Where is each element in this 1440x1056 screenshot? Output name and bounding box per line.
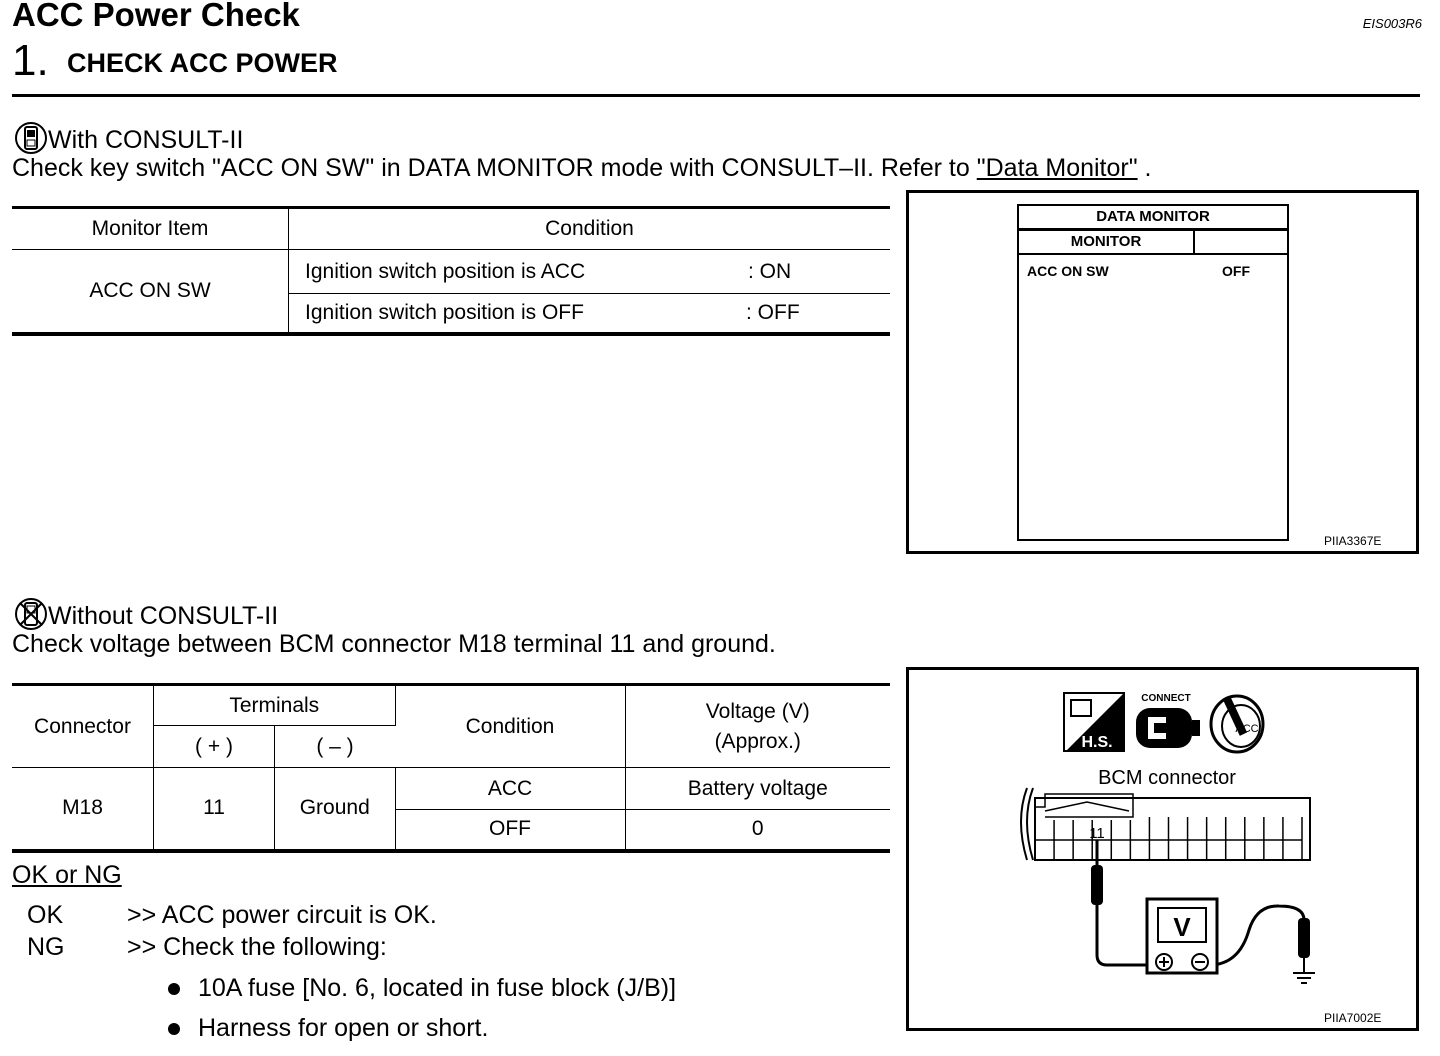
condition-acc-text: Ignition switch position is ACC [305,259,586,283]
with-consult-instruction: Check key switch "ACC ON SW" in DATA MON… [12,154,977,182]
bullet-icon [168,983,180,996]
minus-terminal-cell: Ground [274,767,396,851]
ok-text: >> ACC power circuit is OK. [127,901,437,929]
step-title: CHECK ACC POWER [67,48,338,78]
terminals-header: Terminals [153,684,396,726]
connect-icon: CONNECT [1136,693,1200,748]
connector-header: Connector [12,684,154,768]
header-rule [12,94,1420,97]
ng-label: NG [27,933,65,961]
condition-acc-cell: ACC [395,767,626,810]
voltage-acc-cell: Battery voltage [625,767,890,810]
hs-label: H.S. [1081,734,1112,751]
monitor-value-header [1195,230,1287,255]
connect-label: CONNECT [1141,693,1190,704]
voltage-table: Connector Terminals Condition Voltage (V… [12,683,890,853]
voltage-header: Voltage (V) (Approx.) [625,684,890,768]
monitor-item-header: Monitor Item [12,207,289,250]
without-consult-heading: Without CONSULT-II [12,597,278,638]
plus-terminal-cell: 11 [153,767,275,851]
monitor-table: Monitor Item Condition ACC ON SW Ignitio… [12,206,890,336]
harness-side-icon: H.S. [1063,692,1125,752]
figure2-label: PIIA7002E [1324,1011,1382,1025]
plus-terminal-header: ( + ) [153,725,275,768]
with-consult-heading: With CONSULT-II [12,121,243,162]
monitor-item-cell: ACC ON SW [12,249,289,334]
monitor-value: OFF [1222,263,1250,279]
check-item-harness: Harness for open or short. [198,1014,489,1042]
bullet-icon [168,1023,180,1036]
terminal-11-label: 11 [1089,825,1105,842]
figure1-label: PIIA3367E [1324,534,1382,548]
data-monitor-figure: DATA MONITOR MONITOR ACC ON SW OFF PIIA3… [906,190,1419,554]
page-title: ACC Power Check [12,0,300,33]
condition-header: Condition [288,207,890,250]
voltage-header-line2: (Approx.) [714,729,801,753]
ng-text: >> Check the following: [127,933,387,961]
data-monitor-link[interactable]: "Data Monitor" [976,154,1138,182]
without-consult-text: Check voltage between BCM connector M18 … [12,630,776,658]
voltmeter-icon: V [1145,897,1219,975]
monitor-column-header: MONITOR [1019,230,1195,255]
bcm-connector-label: BCM connector [1098,767,1236,789]
consult-icon [12,121,50,162]
monitor-item: ACC ON SW [1027,263,1109,279]
voltmeter-label: V [1173,912,1191,942]
ok-label: OK [27,901,64,929]
condition-row-acc: Ignition switch position is ACC : ON [288,249,890,294]
voltage-off-cell: 0 [751,817,764,841]
ignition-acc-icon: ACC [1209,694,1265,754]
with-consult-text: Check key switch "ACC ON SW" in DATA MON… [12,154,1152,183]
with-consult-label: With CONSULT-II [48,126,244,155]
bcm-connector: 11 [1020,787,1311,861]
step-number: 1. [12,36,49,85]
no-consult-icon [12,597,50,638]
ok-ng-heading: OK or NG [12,861,122,889]
without-consult-label: Without CONSULT-II [48,602,279,631]
monitor-screen: DATA MONITOR MONITOR ACC ON SW OFF [1017,204,1289,541]
condition-header-2: Condition [395,684,626,768]
bcm-connector-diagram: H.S. CONNECT ACC BCM connector [1020,692,1315,984]
check-item: 10A fuse [No. 6, located in fuse block (… [168,974,676,1003]
condition-acc-value: : ON [748,259,792,283]
condition-off-text: Ignition switch position is OFF [305,300,584,324]
check-item-fuse: 10A fuse [No. 6, located in fuse block (… [198,974,677,1002]
probe-wires [1091,840,1315,984]
minus-terminal-header: ( – ) [274,725,395,768]
condition-off-value: : OFF [746,300,800,324]
document-code: EIS003R6 [1362,16,1422,31]
condition-row-off: Ignition switch position is OFF : OFF [289,294,891,334]
connector-cell: M18 [12,767,154,851]
bcm-connector-figure: H.S. CONNECT ACC BCM connector [906,667,1419,1031]
condition-off-cell: OFF [395,809,626,851]
with-consult-trailer: . [1137,154,1152,182]
acc-label: ACC [1235,723,1258,735]
monitor-screen-title: DATA MONITOR [1019,206,1287,230]
check-item: Harness for open or short. [168,1014,488,1043]
voltage-header-line1: Voltage (V) [705,699,810,723]
